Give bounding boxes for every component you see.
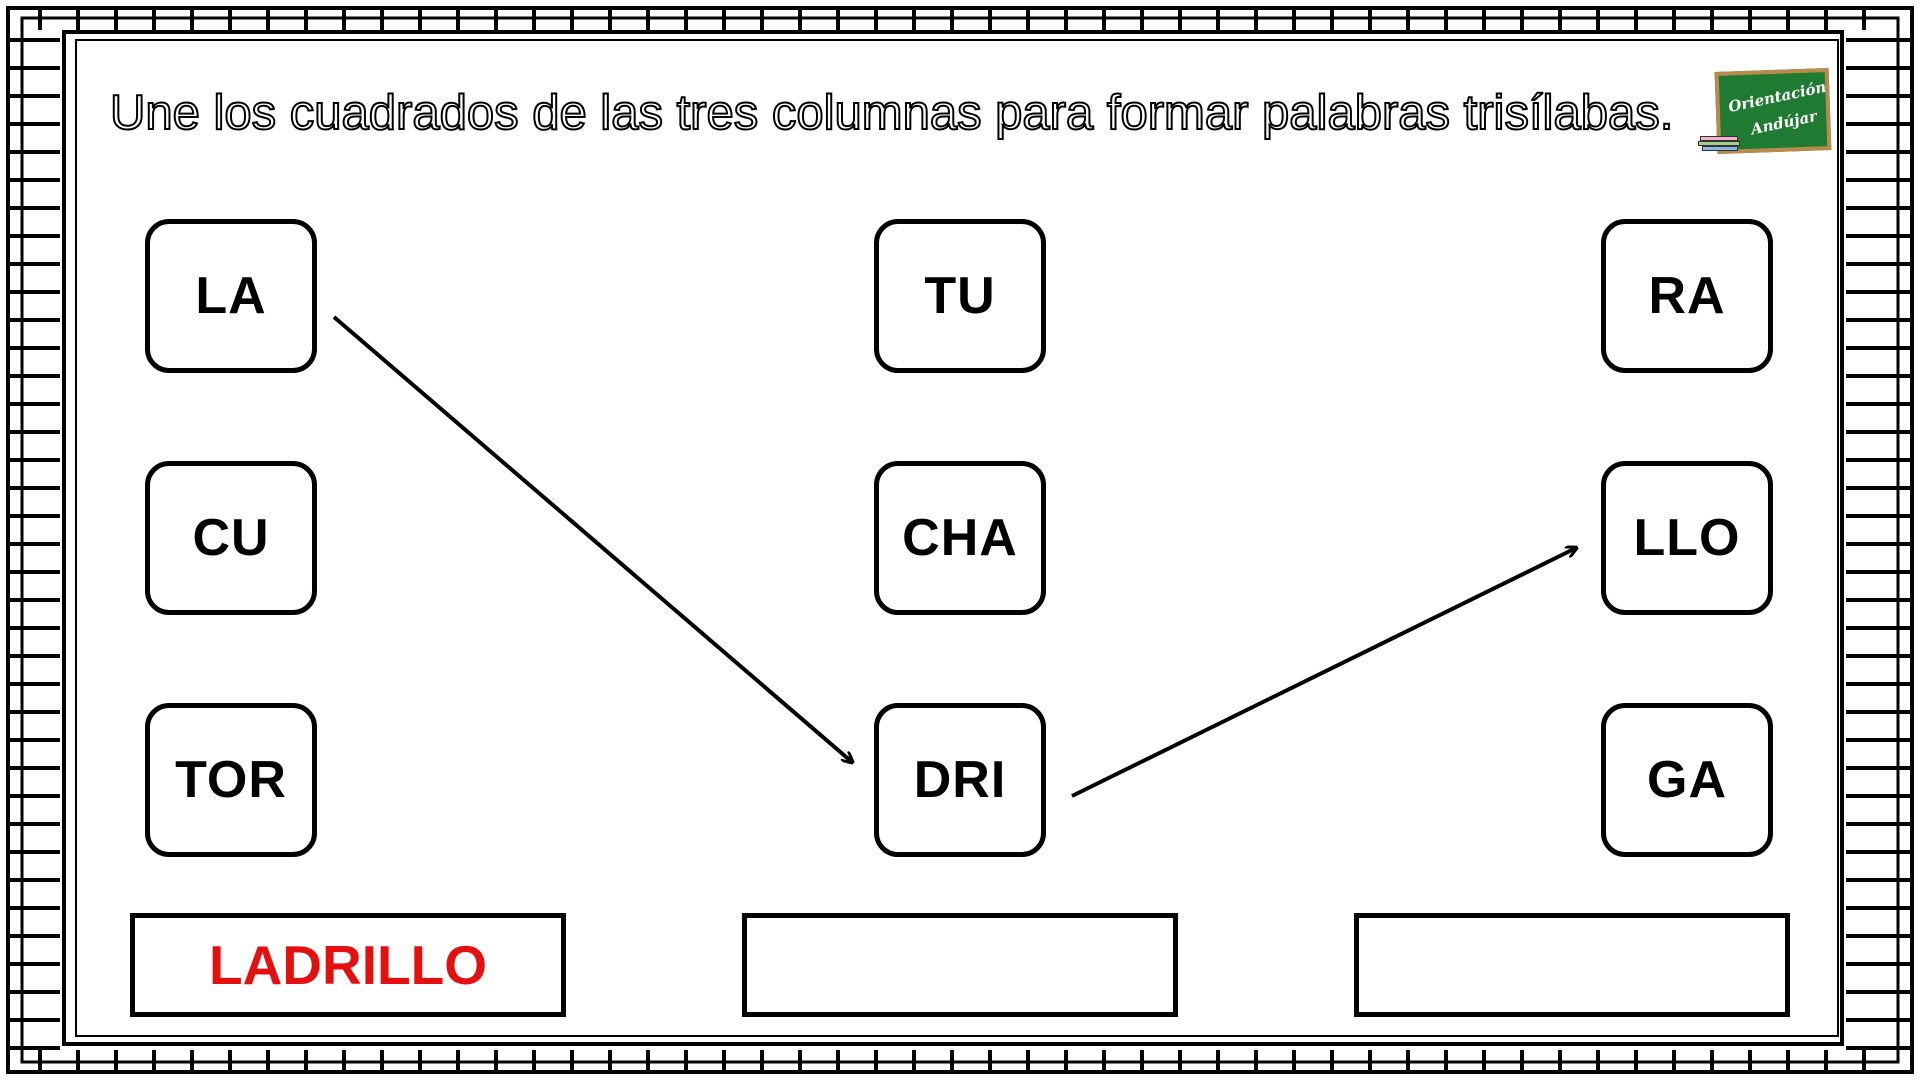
answer-box-1[interactable]: LADRILLO: [130, 913, 566, 1017]
syllable-label: GA: [1647, 751, 1727, 809]
answer-box-2[interactable]: [742, 913, 1178, 1017]
syllable-label: LLO: [1633, 509, 1741, 567]
syllable-box-tor[interactable]: TOR: [145, 703, 317, 857]
logo-text-line2: Andújar: [1749, 106, 1819, 139]
syllable-box-cha[interactable]: CHA: [874, 461, 1046, 615]
books-icon: [1698, 136, 1742, 152]
answer-box-3[interactable]: [1354, 913, 1790, 1017]
syllable-label: TOR: [175, 751, 287, 809]
syllable-label: CU: [192, 509, 270, 567]
syllable-box-la[interactable]: LA: [145, 219, 317, 373]
syllable-box-cu[interactable]: CU: [145, 461, 317, 615]
syllable-box-tu[interactable]: TU: [874, 219, 1046, 373]
syllable-box-ga[interactable]: GA: [1601, 703, 1773, 857]
syllable-label: CHA: [902, 509, 1018, 567]
syllable-label: DRI: [913, 751, 1007, 809]
syllable-box-ra[interactable]: RA: [1601, 219, 1773, 373]
syllable-box-dri[interactable]: DRI: [874, 703, 1046, 857]
syllable-box-llo[interactable]: LLO: [1601, 461, 1773, 615]
chalkboard-icon: Orientación Andújar: [1698, 68, 1832, 154]
syllable-label: LA: [195, 267, 267, 325]
answer-text: LADRILLO: [208, 934, 487, 996]
syllable-label: TU: [924, 267, 996, 325]
syllable-label: RA: [1648, 267, 1726, 325]
instruction-title: Une los cuadrados de las tres columnas p…: [109, 85, 1674, 141]
